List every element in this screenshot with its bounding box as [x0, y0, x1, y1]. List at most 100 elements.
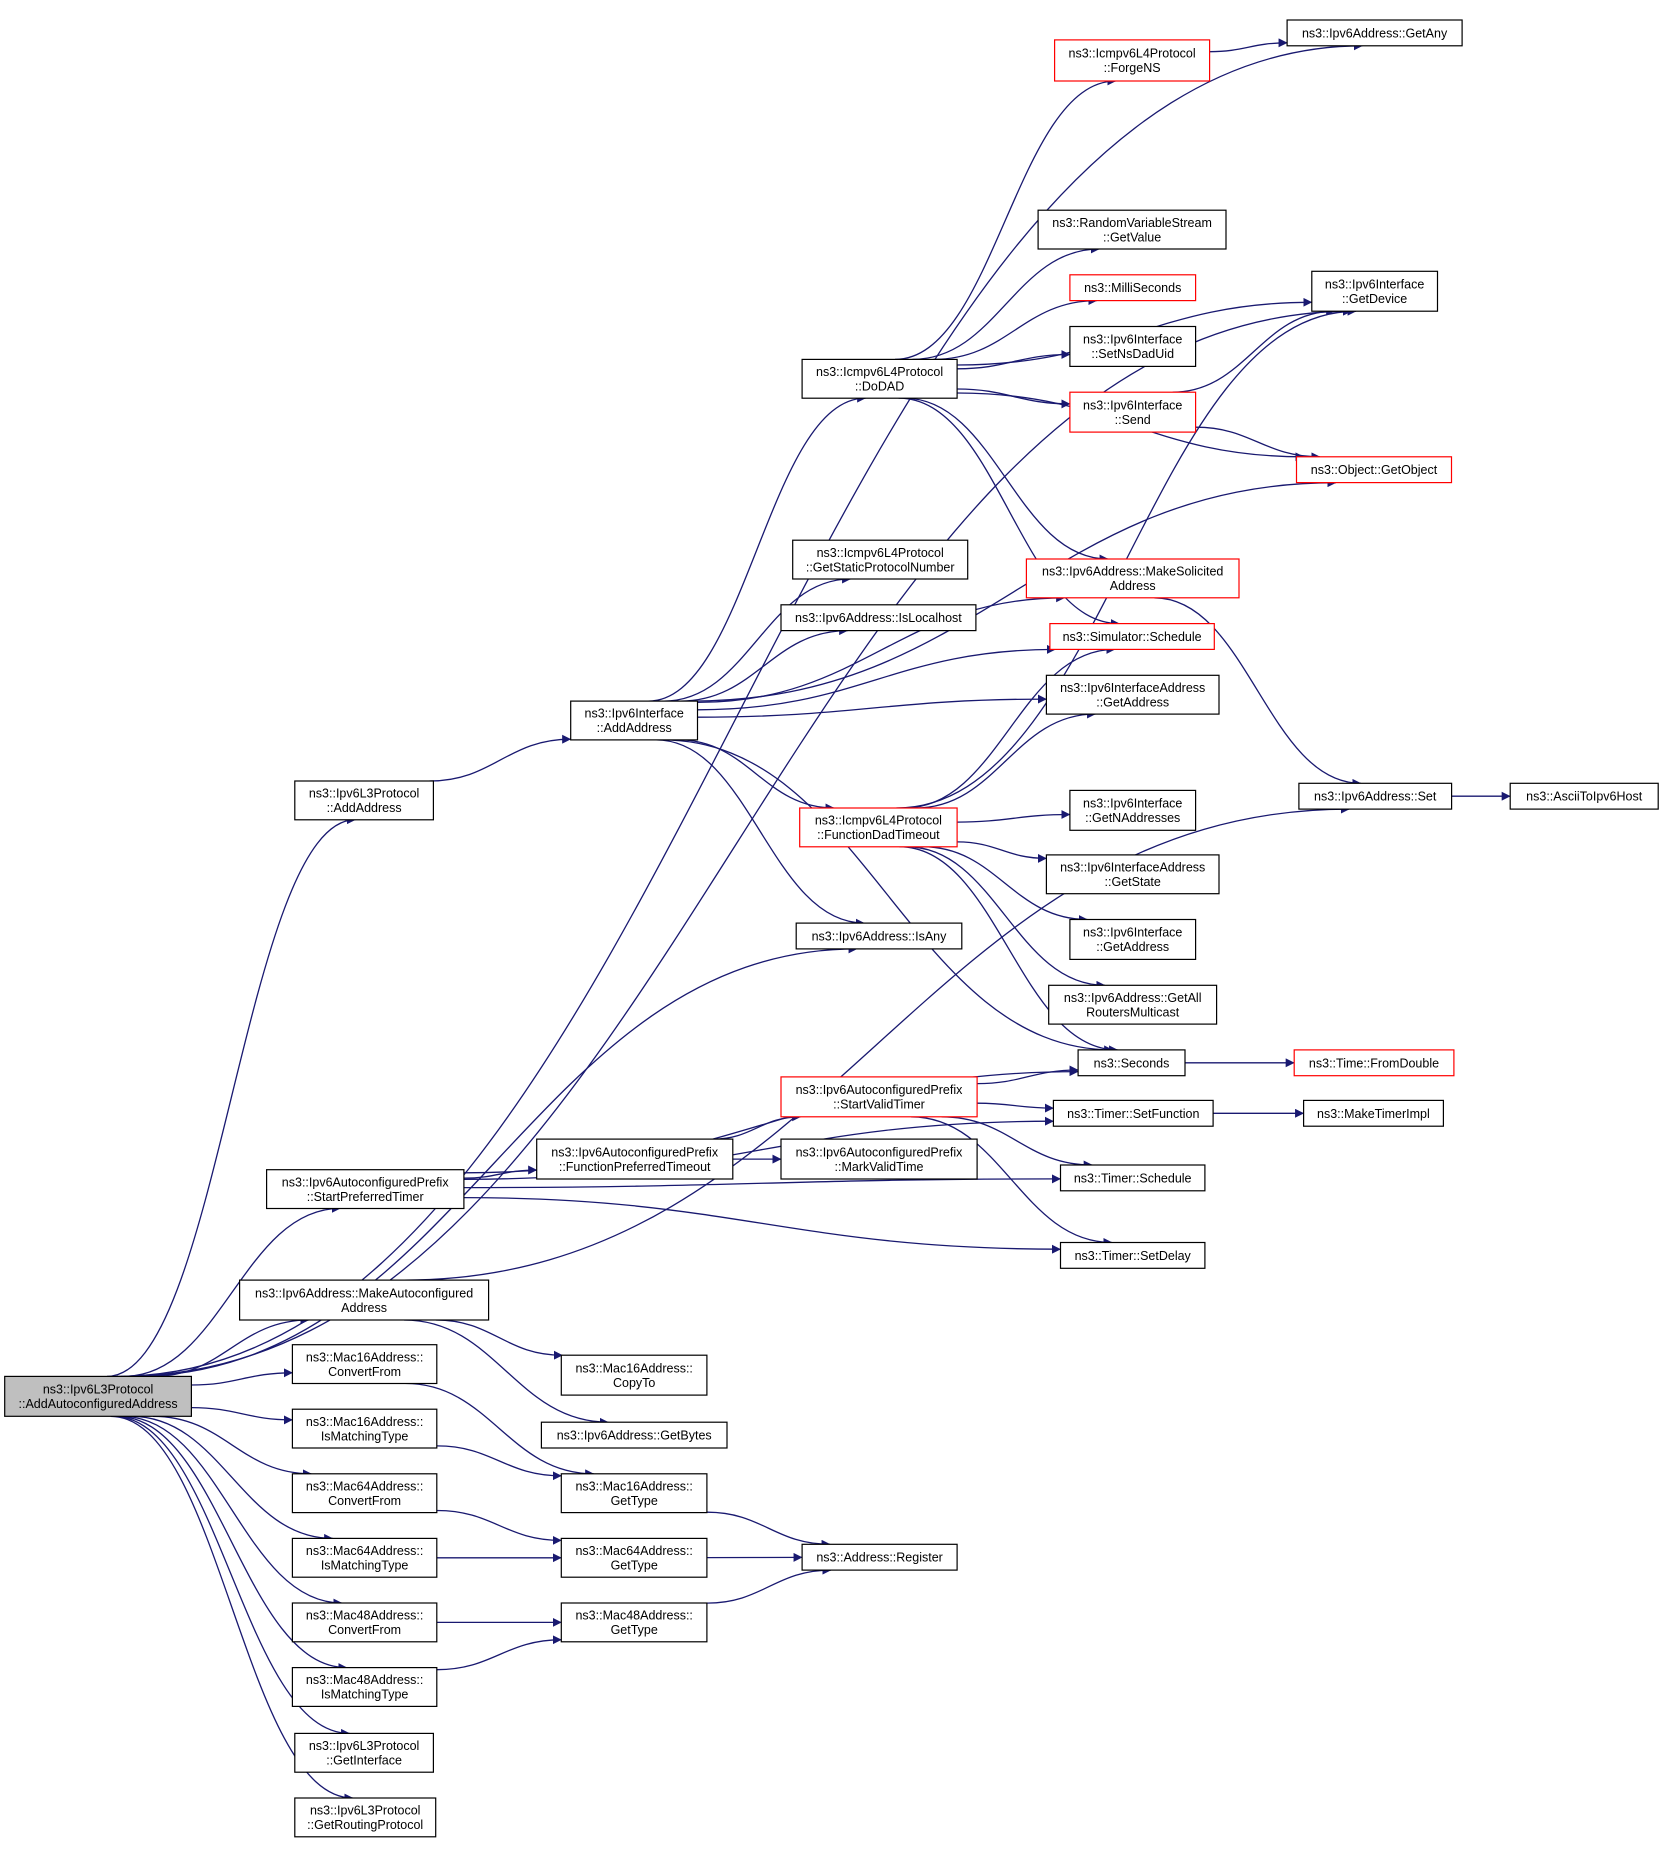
- node-box: [291, 1602, 438, 1643]
- node-label-line: ns3::Ipv6AutoconfiguredPrefix: [796, 1145, 964, 1159]
- call-edge-icmp_functiondadtimeout-to-seconds: [899, 846, 1119, 1055]
- node-if-setnsdaduid[interactable]: ns3::Ipv6Interface::SetNsDadUid: [1069, 325, 1197, 368]
- node-ifaddr-getstate[interactable]: ns3::Ipv6InterfaceAddress::GetState: [1045, 854, 1220, 895]
- call-edge-icmp_dodad-to-if_setnsdaduid: [957, 350, 1071, 370]
- node-if-send[interactable]: ns3::Ipv6Interface::Send: [1069, 391, 1197, 433]
- node-if-getaddress[interactable]: ns3::Ipv6Interface::GetAddress: [1069, 918, 1197, 961]
- node-asciitoipv6host[interactable]: ns3::AsciiToIpv6Host: [1509, 782, 1659, 810]
- node-box: [1045, 854, 1220, 895]
- node-islocalhost[interactable]: ns3::Ipv6Address::IsLocalhost: [780, 604, 977, 632]
- call-edge-icmp_functiondadtimeout-to-getallrouters: [906, 846, 1106, 990]
- node-icmp-forgens[interactable]: ns3::Icmpv6L4Protocol::ForgeNS: [1053, 39, 1211, 82]
- node-l3-getroutingprotocol[interactable]: ns3::Ipv6L3Protocol::GetRoutingProtocol: [294, 1797, 437, 1838]
- node-label-line: ns3::Ipv6L3Protocol: [309, 1739, 420, 1753]
- node-if-getdevice[interactable]: ns3::Ipv6Interface::GetDevice: [1311, 270, 1439, 312]
- node-box: [780, 1138, 978, 1180]
- node-if-addaddress[interactable]: ns3::Ipv6Interface::AddAddress: [570, 700, 699, 741]
- node-label-line: ns3::Ipv6Address::MakeSolicited: [1042, 565, 1223, 579]
- node-label-line: ConvertFrom: [328, 1494, 401, 1508]
- node-box: [291, 1666, 438, 1707]
- node-isany[interactable]: ns3::Ipv6Address::IsAny: [795, 922, 963, 950]
- call-edge-mac16_ismatchingtype-to-mac16_gettype: [436, 1445, 562, 1481]
- node-label-line: ConvertFrom: [328, 1365, 401, 1379]
- node-box: [560, 1473, 708, 1514]
- node-icmp-getstaticprotonum[interactable]: ns3::Icmpv6L4Protocol::GetStaticProtocol…: [792, 539, 969, 580]
- node-startvalidtimer[interactable]: ns3::Ipv6AutoconfiguredPrefix::StartVali…: [780, 1076, 978, 1118]
- node-if-getnaddresses[interactable]: ns3::Ipv6Interface::GetNAddresses: [1069, 789, 1197, 831]
- node-l3-getinterface[interactable]: ns3::Ipv6L3Protocol::GetInterface: [294, 1732, 434, 1773]
- node-label-line: ::GetInterface: [326, 1754, 402, 1768]
- node-maketimerimpl[interactable]: ns3::MakeTimerImpl: [1302, 1099, 1444, 1127]
- node-timer-setfunction[interactable]: ns3::Timer::SetFunction: [1052, 1099, 1214, 1127]
- node-box: [536, 1138, 734, 1180]
- node-label-line: Address: [341, 1301, 387, 1315]
- node-mac16-copyto[interactable]: ns3::Mac16Address::CopyTo: [560, 1354, 708, 1396]
- node-mac16-convertfrom[interactable]: ns3::Mac16Address::ConvertFrom: [291, 1344, 438, 1385]
- call-edge-root-to-mac48_convertfrom: [121, 1415, 343, 1608]
- node-l3-addaddress[interactable]: ns3::Ipv6L3Protocol::AddAddress: [294, 780, 434, 821]
- node-label-line: ::StartValidTimer: [833, 1098, 925, 1112]
- node-timer-schedule[interactable]: ns3::Timer::Schedule: [1059, 1164, 1206, 1192]
- node-label-line: ns3::Ipv6L3Protocol: [310, 1804, 421, 1818]
- node-sim-schedule[interactable]: ns3::Simulator::Schedule: [1049, 622, 1215, 650]
- node-label-line: ns3::Seconds: [1094, 1056, 1170, 1070]
- node-label-line: ns3::Ipv6Address::GetAll: [1064, 991, 1202, 1005]
- node-box: [1286, 19, 1463, 47]
- node-label-line: ::GetDevice: [1342, 292, 1407, 306]
- call-edge-root-to-startpreferredtimer: [123, 1203, 341, 1378]
- node-rvs-getvalue[interactable]: ns3::RandomVariableStream::GetValue: [1037, 209, 1227, 250]
- node-addr-set[interactable]: ns3::Ipv6Address::Set: [1298, 782, 1453, 810]
- node-mac48-ismatchingtype[interactable]: ns3::Mac48Address::IsMatchingType: [291, 1666, 438, 1707]
- node-getobject[interactable]: ns3::Object::GetObject: [1295, 456, 1453, 484]
- node-box: [1295, 456, 1453, 484]
- node-label-line: RoutersMulticast: [1086, 1005, 1180, 1019]
- node-timer-setdelay[interactable]: ns3::Timer::SetDelay: [1059, 1241, 1206, 1269]
- node-mac64-convertfrom[interactable]: ns3::Mac64Address::ConvertFrom: [291, 1473, 438, 1514]
- node-mac48-convertfrom[interactable]: ns3::Mac48Address::ConvertFrom: [291, 1602, 438, 1643]
- node-layer: ns3::Ipv6L3Protocol::AddAutoconfiguredAd…: [4, 19, 1659, 1838]
- node-box: [1049, 622, 1215, 650]
- node-label-line: ns3::Ipv6L3Protocol: [309, 787, 420, 801]
- call-edge-makeautoconfigured-to-mac16_copyto: [435, 1319, 563, 1360]
- node-label-line: ns3::Mac16Address::: [306, 1415, 423, 1429]
- node-makeautoconfigured[interactable]: ns3::Ipv6Address::MakeAutoconfiguredAddr…: [239, 1279, 490, 1321]
- node-icmp-dodad[interactable]: ns3::Icmpv6L4Protocol::DoDAD: [801, 358, 958, 399]
- node-startpreferredtimer[interactable]: ns3::Ipv6AutoconfiguredPrefix::StartPref…: [266, 1169, 465, 1210]
- node-mac64-gettype[interactable]: ns3::Mac64Address::GetType: [560, 1537, 708, 1578]
- node-root[interactable]: ns3::Ipv6L3Protocol::AddAutoconfiguredAd…: [4, 1375, 192, 1417]
- call-edge-mac48_ismatchingtype-to-mac48_gettype: [436, 1635, 562, 1671]
- node-label-line: GetType: [611, 1494, 658, 1508]
- call-edge-icmp_functiondadtimeout-to-sim_schedule: [904, 644, 1116, 809]
- node-milliseconds[interactable]: ns3::MilliSeconds: [1069, 274, 1197, 302]
- call-edge-icmp_functiondadtimeout-to-if_getnaddresses: [957, 810, 1071, 823]
- call-edge-makeautoconfigured-to-addr_set: [404, 804, 1350, 1281]
- node-box: [294, 1732, 434, 1773]
- node-getbytes[interactable]: ns3::Ipv6Address::GetBytes: [540, 1421, 728, 1449]
- node-label-line: ::AddAddress: [327, 801, 402, 815]
- node-label-line: ns3::Mac16Address::: [575, 1361, 692, 1375]
- node-box: [1077, 1049, 1186, 1077]
- node-ifaddr-getaddress[interactable]: ns3::Ipv6InterfaceAddress::GetAddress: [1045, 674, 1220, 715]
- call-edge-mac64_convertfrom-to-mac64_gettype: [436, 1509, 562, 1545]
- node-mac16-gettype[interactable]: ns3::Mac16Address::GetType: [560, 1473, 708, 1514]
- node-label-line: ns3::Mac64Address::: [575, 1544, 692, 1558]
- node-address-register[interactable]: ns3::Address::Register: [801, 1543, 958, 1571]
- node-mac48-gettype[interactable]: ns3::Mac48Address::GetType: [560, 1602, 708, 1643]
- node-label-line: ns3::Time::FromDouble: [1309, 1056, 1439, 1070]
- node-getany[interactable]: ns3::Ipv6Address::GetAny: [1286, 19, 1463, 47]
- node-label-line: ns3::MakeTimerImpl: [1317, 1107, 1430, 1121]
- node-fromdouble[interactable]: ns3::Time::FromDouble: [1293, 1049, 1455, 1077]
- call-edge-if_addaddress-to-ifaddr_getaddress: [697, 694, 1047, 718]
- node-icmp-functiondadtimeout[interactable]: ns3::Icmpv6L4Protocol::FunctionDadTimeou…: [799, 807, 958, 848]
- node-label-line: ns3::Ipv6AutoconfiguredPrefix: [551, 1145, 719, 1159]
- node-functionpreferredtimeout[interactable]: ns3::Ipv6AutoconfiguredPrefix::FunctionP…: [536, 1138, 734, 1180]
- node-markvalidtime[interactable]: ns3::Ipv6AutoconfiguredPrefix::MarkValid…: [780, 1138, 978, 1180]
- node-mac16-ismatchingtype[interactable]: ns3::Mac16Address::IsMatchingType: [291, 1408, 438, 1449]
- node-seconds[interactable]: ns3::Seconds: [1077, 1049, 1186, 1077]
- node-box: [1293, 1049, 1455, 1077]
- node-label-line: ns3::Ipv6L3Protocol: [43, 1383, 154, 1397]
- call-edge-root-to-mac64_convertfrom: [152, 1415, 312, 1479]
- node-mac64-ismatchingtype[interactable]: ns3::Mac64Address::IsMatchingType: [291, 1537, 438, 1578]
